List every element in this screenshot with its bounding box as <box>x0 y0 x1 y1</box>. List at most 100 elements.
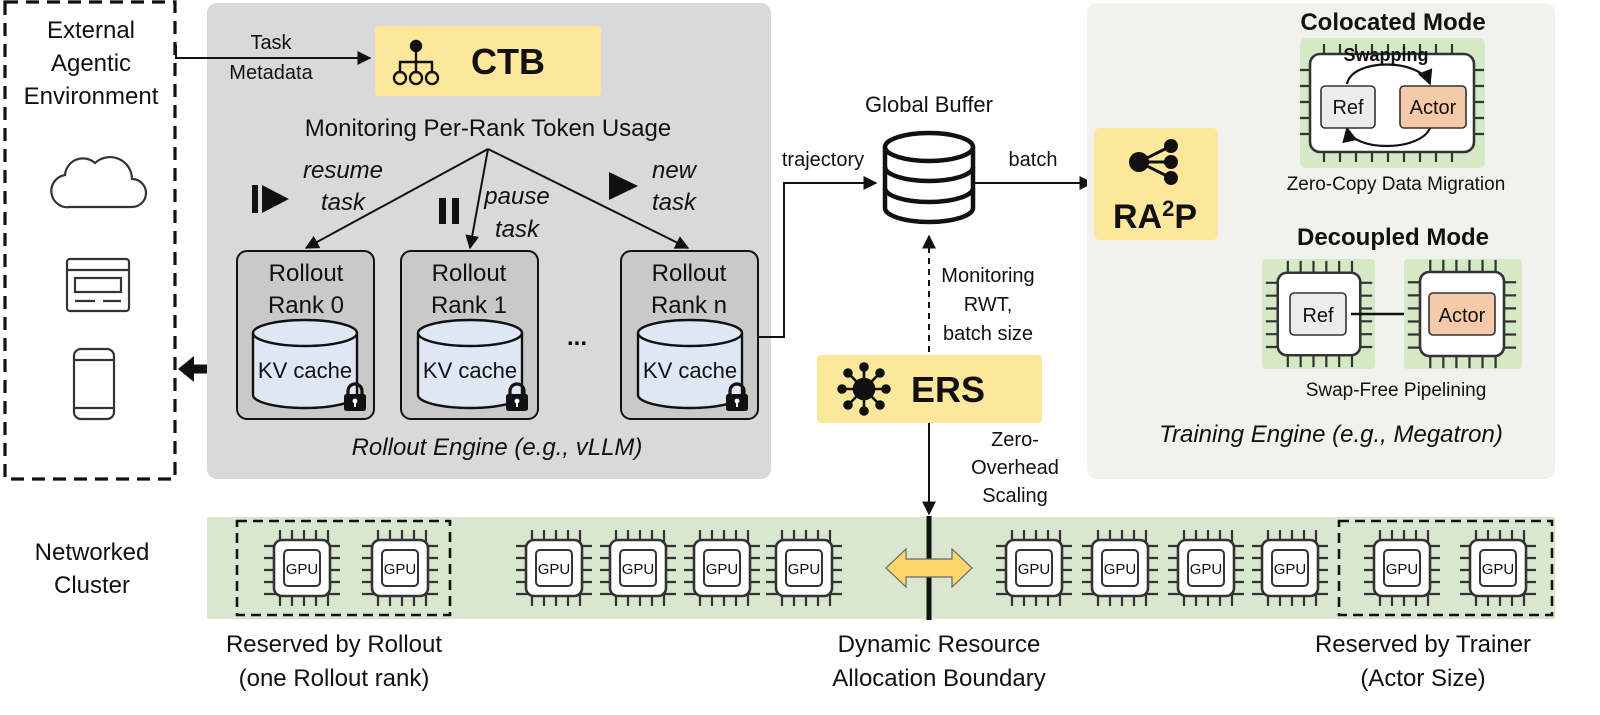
reserved-rollout-box <box>235 519 452 617</box>
decoupled-actor-box <box>1428 292 1496 336</box>
ers-module: ERS <box>817 355 1042 423</box>
boundary-label-line1: Dynamic Resource <box>838 631 1041 658</box>
resume-icon <box>252 185 289 213</box>
cluster-band <box>207 517 1555 619</box>
colocated-actor-label: Actor <box>1410 97 1457 119</box>
rollout-rank-n-line2: Rank n <box>651 292 727 319</box>
gpu-label: GPU <box>286 561 319 578</box>
monitoring-rwt-line3: batch size <box>943 323 1033 345</box>
rollout-rank-1-line2: Rank 1 <box>431 292 507 319</box>
reserved-rollout-line1: Reserved by Rollout <box>226 631 442 658</box>
ra2p-label-end: P <box>1174 198 1197 236</box>
browser-window-icon <box>65 257 131 313</box>
gpu-chip: GPU <box>1166 528 1246 608</box>
pause-task-label-line2: task <box>495 216 541 243</box>
ra2p-label-main: RA <box>1113 198 1162 236</box>
rollout-engine-label: Rollout Engine (e.g., vLLM) <box>352 434 643 461</box>
reserved-trainer-line1: Reserved by Trainer <box>1315 631 1531 658</box>
colocated-actor-box <box>1399 85 1467 129</box>
gpu-chip: GPU <box>764 528 844 608</box>
external-environment-border <box>3 0 177 481</box>
rollout-rank-1: Rollout Rank 1 KV cache <box>400 250 539 420</box>
cluster-label-line1: Networked <box>35 539 150 566</box>
gpu-chip: GPU <box>360 528 440 608</box>
zero-overhead-line3: Scaling <box>982 485 1048 507</box>
network-hub-icon <box>837 362 891 416</box>
training-engine-panel: RA2P Colocated Mode Swapping Ref Actor Z… <box>1087 3 1555 479</box>
gpu-label: GPU <box>1386 561 1419 578</box>
decoupled-actor-label: Actor <box>1439 305 1486 327</box>
gpu-label: GPU <box>622 561 655 578</box>
ra2p-label-superscript: 2 <box>1162 196 1174 221</box>
external-env-title-line1: External <box>47 17 135 44</box>
task-metadata-label-line2: Metadata <box>229 62 313 84</box>
zero-overhead-line1: Zero- <box>991 429 1039 451</box>
gpu-label: GPU <box>384 561 417 578</box>
smartphone-icon <box>72 347 116 421</box>
reserved-trainer-line2: (Actor Size) <box>1360 665 1485 692</box>
trajectory-arrow <box>758 176 878 338</box>
hierarchy-icon <box>392 39 440 86</box>
gpu-label: GPU <box>788 561 821 578</box>
gpu-label: GPU <box>706 561 739 578</box>
colocated-chip-pins <box>1300 44 1484 162</box>
gpu-label: GPU <box>1190 561 1223 578</box>
play-icon <box>609 172 638 200</box>
decoupled-ref-label: Ref <box>1302 305 1334 327</box>
reserved-trainer-box <box>1337 519 1554 617</box>
gpu-chips: GPU GPU GPU GPU GPU GPU GPU GPU GPU GPU GPU GPU <box>262 528 1538 608</box>
colocated-ref-label: Ref <box>1332 97 1364 119</box>
new-task-label-line1: new <box>652 157 698 184</box>
training-engine-label: Training Engine (e.g., Megatron) <box>1159 421 1503 448</box>
ctb-module: CTB <box>375 26 601 96</box>
rollout-rank-n-line1: Rollout <box>652 260 727 287</box>
global-buffer-label: Global Buffer <box>865 92 993 117</box>
boundary-double-arrow <box>885 547 973 589</box>
gpu-label: GPU <box>1104 561 1137 578</box>
gpu-chip: GPU <box>1250 528 1330 608</box>
resume-task-label-line2: task <box>321 189 367 216</box>
decoupled-caption: Swap-Free Pipelining <box>1306 380 1487 401</box>
reserved-rollout-line2: (one Rollout rank) <box>239 665 430 692</box>
gpu-chip: GPU <box>1458 528 1538 608</box>
monitoring-rwt-line1: Monitoring <box>941 265 1034 287</box>
gpu-label: GPU <box>538 561 571 578</box>
ra2p-label: RA2P <box>1113 196 1197 236</box>
colocated-mode: Colocated Mode Swapping Ref Actor Zero-C… <box>1287 9 1506 195</box>
gpu-chip: GPU <box>514 528 594 608</box>
pause-task-label-line1: pause <box>483 183 549 210</box>
ra2p-module: RA2P <box>1094 128 1218 240</box>
rollout-rank-0-line2: Rank 0 <box>268 292 344 319</box>
gpu-chip: GPU <box>1362 528 1442 608</box>
decoupled-mode-title: Decoupled Mode <box>1297 224 1489 251</box>
gpu-chip: GPU <box>1080 528 1160 608</box>
gpu-chip: GPU <box>598 528 678 608</box>
gpu-label: GPU <box>1274 561 1307 578</box>
rollout-rank-1-line1: Rollout <box>432 260 507 287</box>
batch-label: batch <box>1009 149 1058 171</box>
cloud-icon <box>50 156 148 209</box>
swapping-label: Swapping <box>1344 45 1429 65</box>
trajectory-label: trajectory <box>782 149 864 171</box>
colocated-ref-box <box>1320 85 1376 129</box>
kv-cache-label: KV cache <box>258 358 352 383</box>
pause-icon <box>439 198 459 224</box>
external-env-title-line2: Agentic <box>51 50 131 77</box>
resume-task-label-line1: resume <box>303 157 383 184</box>
kv-cache-label: KV cache <box>423 358 517 383</box>
external-env-title-line3: Environment <box>24 83 159 110</box>
swap-arrow-top <box>1345 63 1433 86</box>
kv-cache-label: KV cache <box>643 358 737 383</box>
dispatch-arrows <box>304 148 690 250</box>
gpu-label: GPU <box>1018 561 1051 578</box>
new-task-label-line2: task <box>652 189 698 216</box>
task-metadata-arrow <box>175 45 372 65</box>
ctb-label: CTB <box>471 41 545 82</box>
colocated-caption: Zero-Copy Data Migration <box>1287 174 1506 195</box>
gpu-chip: GPU <box>994 528 1074 608</box>
ers-label: ERS <box>911 369 985 410</box>
rank-ellipsis: ... <box>567 324 587 351</box>
share-nodes-icon <box>1129 139 1178 185</box>
gpu-chip: GPU <box>682 528 762 608</box>
zero-overhead-line2: Overhead <box>971 457 1059 479</box>
